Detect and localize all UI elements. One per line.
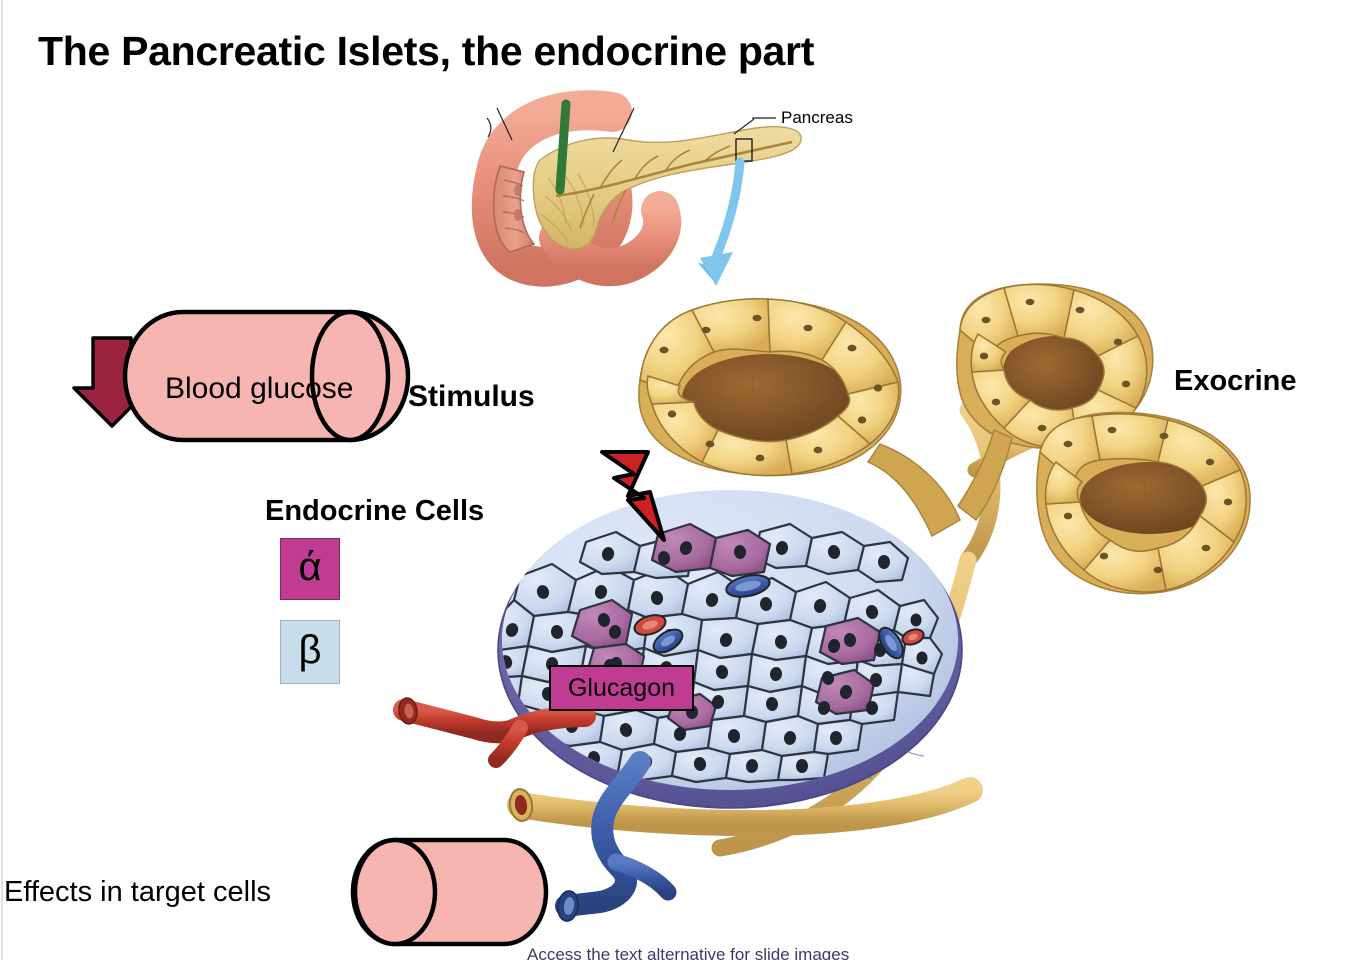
duct-lumen	[514, 795, 528, 815]
acinus-left-neck	[866, 443, 961, 537]
zoom-arrow	[698, 160, 742, 284]
islet-artery	[393, 699, 596, 744]
duodenum-cut-interior	[492, 165, 536, 253]
page-title: The Pancreatic Islets, the endocrine par…	[38, 28, 815, 74]
pancreas-lobule-texture	[539, 171, 595, 243]
acinus-left-lumen-striae	[719, 375, 821, 405]
alt-text-link[interactable]: Access the text alternative for slide im…	[527, 945, 850, 960]
acinus-right-lower-lumen	[1080, 462, 1220, 534]
endocrine-cells-heading: Endocrine Cells	[265, 495, 485, 527]
islet-artery-branch	[488, 720, 528, 768]
interlobular-duct-main	[959, 401, 1001, 569]
acinus-left	[638, 298, 961, 537]
leader-bracket-left	[486, 117, 492, 138]
common-bile-duct	[555, 99, 571, 195]
islet-zoom-callout-box	[735, 138, 753, 162]
artery-lumen-inner	[404, 703, 414, 719]
glucagon-callout[interactable]: Glucagon	[549, 665, 694, 711]
duodenum-lower-limb	[539, 191, 682, 287]
pancreas-organ	[532, 126, 802, 250]
islet-duct	[507, 777, 983, 837]
acinus-left-nuclei	[659, 314, 883, 462]
effects-cylinder-cap	[352, 837, 438, 947]
artery-lumen	[398, 697, 418, 725]
islet-vein-branch	[607, 853, 677, 901]
acinus-right-upper-neck	[957, 429, 1013, 521]
acinus-right-lower-striae	[1109, 479, 1181, 507]
alpha-cell-swatch[interactable]: ά	[280, 538, 340, 600]
alpha-cell-symbol: ά	[298, 545, 322, 589]
duct-lumen-ring	[508, 788, 534, 822]
islet-capsule	[497, 491, 963, 809]
blood-glucose-down-arrow	[72, 336, 152, 428]
cell-nuclei	[502, 541, 928, 773]
exocrine-label: Exocrine	[1174, 365, 1297, 397]
vein-lumen	[556, 890, 580, 922]
main-pancreatic-duct	[555, 140, 793, 198]
acinus-right-upper-lumen	[1002, 335, 1105, 416]
duct-branch-right	[967, 422, 1066, 478]
pancreas-label-leader-2	[733, 118, 755, 135]
islet-capillaries	[633, 574, 925, 660]
duodenal-folds	[502, 179, 525, 234]
islet-cell-field	[502, 490, 958, 790]
effects-cylinder	[350, 837, 549, 947]
beta-cells	[502, 522, 944, 784]
leader-line-duct	[612, 107, 635, 153]
zoom-arrow-head	[700, 252, 733, 286]
acinus-left-lumen	[682, 354, 854, 442]
beta-cell-symbol: β	[298, 628, 322, 672]
stimulus-label: Stimulus	[408, 380, 535, 413]
duodenum-upper-limb	[471, 90, 633, 287]
leader-line-left	[496, 107, 513, 141]
islet-vein	[555, 751, 651, 917]
acinus-right-upper-nuclei	[979, 298, 1131, 432]
acinus-right-lower-nuclei	[1063, 426, 1233, 574]
beta-cell-swatch[interactable]: β	[280, 620, 340, 684]
blood-glucose-label: Blood glucose	[165, 372, 354, 405]
acinus-right-upper	[956, 283, 1154, 521]
slide-left-rule	[1, 0, 3, 960]
duct-branches	[579, 145, 731, 229]
vein-lumen-inner	[563, 897, 575, 915]
stimulus-lightning-arrow	[600, 450, 666, 542]
zoom-arrow-shaft	[709, 157, 745, 267]
effects-in-target-cells-label: Effects in target cells	[4, 876, 272, 908]
glucagon-label: Glucagon	[567, 673, 676, 702]
duct-descending	[711, 551, 977, 857]
pancreas-anatomy-label: Pancreas	[781, 108, 853, 127]
acinus-right-lower	[1036, 411, 1251, 595]
